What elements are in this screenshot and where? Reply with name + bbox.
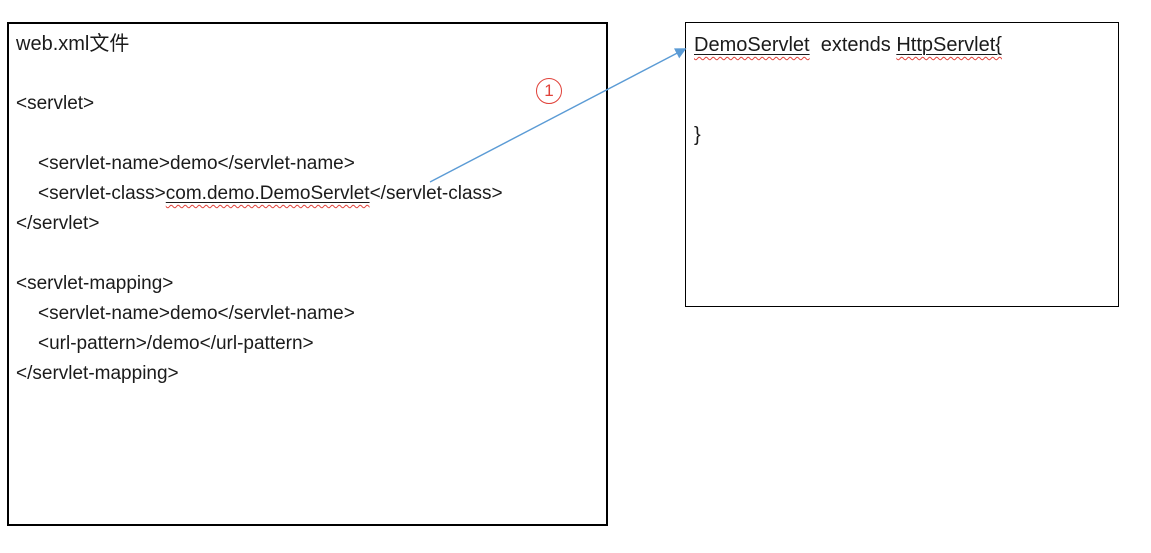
web-xml-code: <servlet> <servlet-name>demo</servlet-nam… (16, 59, 598, 389)
code-text: </servlet-class> (369, 183, 503, 204)
servlet-class-box: DemoServlet extends HttpServlet{} (685, 22, 1119, 307)
servlet-class-line: <servlet-class>com.demo.DemoServlet</ser… (16, 179, 598, 209)
mapping-servlet-name-line: <servlet-name>demo</servlet-name> (16, 299, 598, 329)
blank-line (694, 60, 1110, 90)
web-xml-box-title: web.xml文件 (16, 33, 130, 55)
code-text: extends (809, 34, 897, 56)
code-text: </servlet> (16, 213, 100, 234)
url-pattern-line: <url-pattern>/demo</url-pattern> (16, 329, 598, 359)
servlet-mapping-close-tag: </servlet-mapping> (16, 359, 598, 389)
blank-line (16, 239, 598, 269)
servlet-close-tag: </servlet> (16, 209, 598, 239)
code-text: <servlet> (16, 93, 95, 114)
underlined-identifier: DemoServlet (694, 34, 810, 56)
servlet-mapping-open-tag: <servlet-mapping> (16, 269, 598, 299)
code-text: <servlet-name>demo</servlet-name> (38, 153, 355, 174)
servlet-open-tag: <servlet> (16, 89, 598, 119)
underlined-identifier: com.demo.DemoServlet (165, 183, 370, 204)
class-declaration-line: DemoServlet extends HttpServlet{ (694, 30, 1110, 60)
blank-line (16, 119, 598, 149)
code-text: </servlet-mapping> (16, 363, 179, 384)
servlet-class-code: DemoServlet extends HttpServlet{} (694, 30, 1110, 150)
blank-line (694, 90, 1110, 120)
servlet-name-line: <servlet-name>demo</servlet-name> (16, 149, 598, 179)
code-text: <servlet-mapping> (16, 273, 174, 294)
step-1-badge: 1 (536, 78, 562, 104)
underlined-identifier: HttpServlet{ (896, 34, 1002, 56)
blank-line (16, 59, 598, 89)
code-text: <servlet-name>demo</servlet-name> (38, 303, 355, 324)
web-xml-box: web.xml文件 <servlet> <servlet-name>demo</s… (7, 22, 608, 526)
code-text: <servlet-class> (38, 183, 166, 204)
closing-brace-line: } (694, 120, 1110, 150)
code-text: } (694, 124, 701, 146)
code-text: <url-pattern>/demo</url-pattern> (38, 333, 314, 354)
